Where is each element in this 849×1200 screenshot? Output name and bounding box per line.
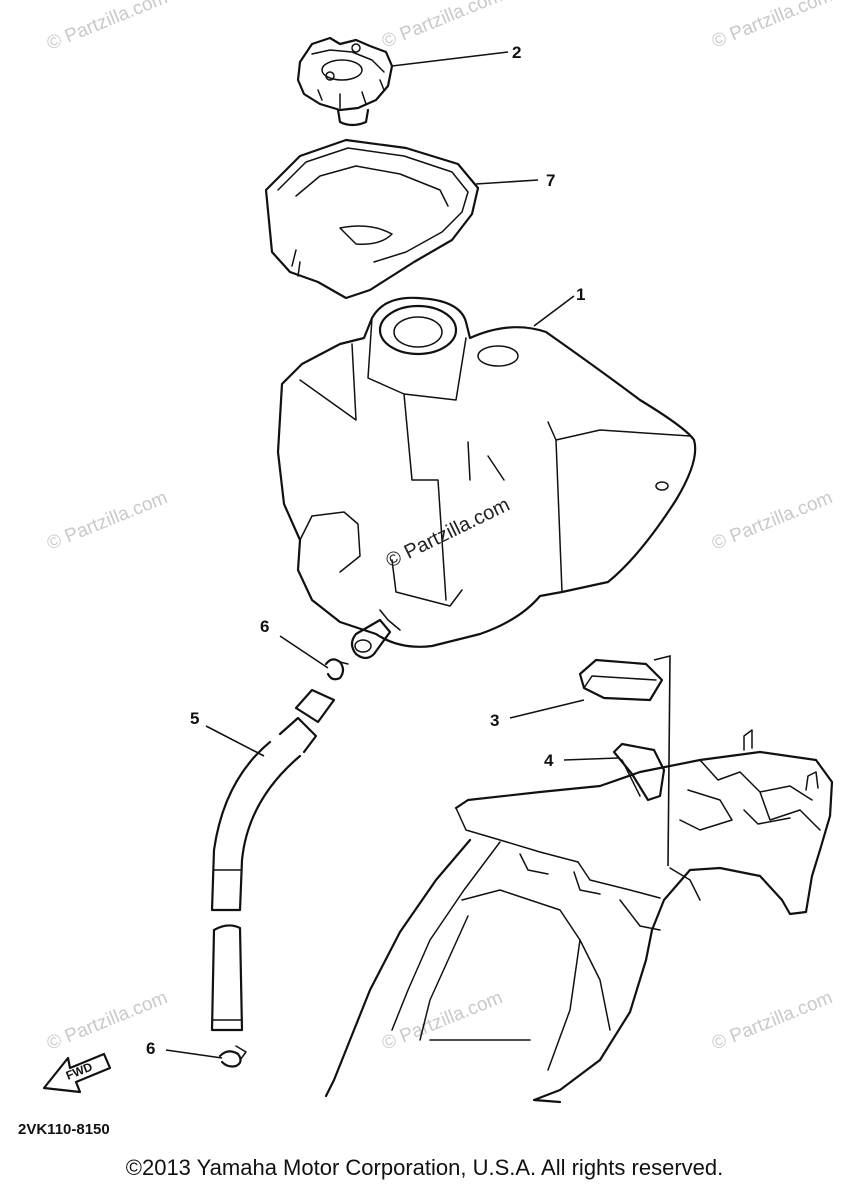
callout-4: 4 xyxy=(544,751,554,770)
callout-2: 2 xyxy=(512,43,521,62)
callout-6-upper: 6 xyxy=(260,617,269,636)
callout-7: 7 xyxy=(546,171,555,190)
diagram-code: 2VK110-8150 xyxy=(18,1121,110,1138)
hose-clip-upper xyxy=(324,658,349,681)
forward-arrow-icon: FWD xyxy=(42,1052,112,1094)
bracket-line xyxy=(653,654,671,867)
callout-1: 1 xyxy=(576,285,585,304)
leader-lines xyxy=(165,51,619,1059)
callout-5: 5 xyxy=(190,709,199,728)
frame xyxy=(324,729,834,1104)
watermark: © Partzilla.com xyxy=(379,0,506,53)
callout-6-lower: 6 xyxy=(146,1039,155,1058)
center-watermark: © Partzilla.com xyxy=(383,494,514,573)
callouts: 2 7 1 6 5 3 4 6 xyxy=(146,43,585,1058)
fuel-tank xyxy=(276,296,697,648)
fuel-outlet xyxy=(350,618,392,660)
watermark: © Partzilla.com xyxy=(44,487,171,554)
watermark: © Partzilla.com xyxy=(709,487,836,554)
watermark: © Partzilla.com xyxy=(44,0,171,55)
watermark: © Partzilla.com xyxy=(709,0,836,53)
hose-clip-lower xyxy=(218,1045,247,1068)
copyright-notice: ©2013 Yamaha Motor Corporation, U.S.A. A… xyxy=(125,1155,724,1180)
gasket-tray xyxy=(264,138,480,300)
fuel-hose xyxy=(210,688,336,1032)
watermark: © Partzilla.com xyxy=(709,987,836,1054)
fuel-cap xyxy=(296,36,394,127)
watermark: © Partzilla.com xyxy=(379,987,506,1054)
pad xyxy=(578,658,664,702)
callout-3: 3 xyxy=(490,711,499,730)
